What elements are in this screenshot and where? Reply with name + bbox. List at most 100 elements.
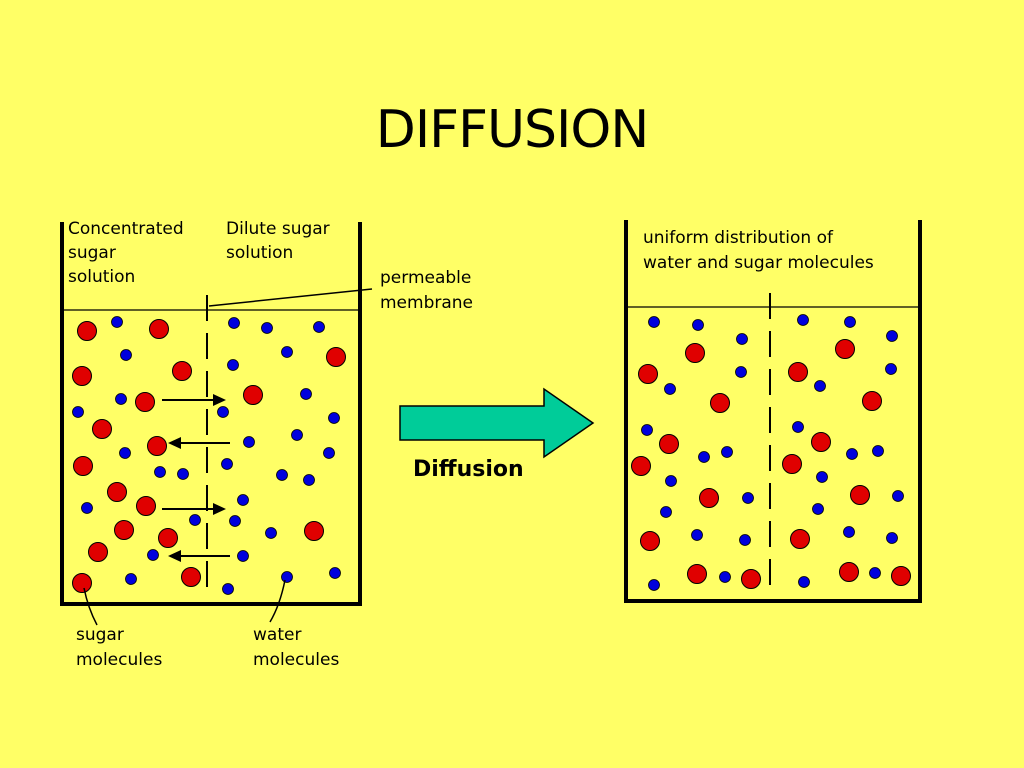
label-membrane: permeable membrane bbox=[380, 268, 477, 313]
sugar-molecule bbox=[114, 520, 134, 540]
water-molecule bbox=[243, 436, 255, 448]
water-molecule bbox=[648, 579, 660, 591]
water-molecule bbox=[892, 490, 904, 502]
sugar-molecule bbox=[304, 521, 324, 541]
water-molecule bbox=[72, 406, 84, 418]
water-molecule bbox=[229, 515, 241, 527]
water-molecule bbox=[276, 469, 288, 481]
water-molecule bbox=[291, 429, 303, 441]
water-molecule bbox=[869, 567, 881, 579]
sugar-molecule bbox=[710, 393, 730, 413]
water-molecule bbox=[281, 346, 293, 358]
water-molecule bbox=[691, 529, 703, 541]
sugar-molecule bbox=[72, 573, 92, 593]
water-molecule bbox=[227, 359, 239, 371]
water-molecule bbox=[217, 406, 229, 418]
water-molecule bbox=[698, 451, 710, 463]
water-molecule bbox=[228, 317, 240, 329]
sugar-molecule bbox=[687, 564, 707, 584]
left-beaker: Concentrated sugar solution Dilute sugar… bbox=[60, 219, 477, 670]
water-molecule bbox=[872, 445, 884, 457]
sugar-molecule bbox=[72, 366, 92, 386]
water-molecule bbox=[721, 446, 733, 458]
water-molecule bbox=[313, 321, 325, 333]
water-molecule bbox=[886, 532, 898, 544]
left-molecules bbox=[72, 316, 346, 595]
sugar-molecule bbox=[107, 482, 127, 502]
left-beaker-walls bbox=[60, 222, 362, 606]
water-molecule bbox=[328, 412, 340, 424]
sugar-molecule bbox=[136, 496, 156, 516]
water-molecule bbox=[265, 527, 277, 539]
sugar-molecule bbox=[73, 456, 93, 476]
water-molecule bbox=[261, 322, 273, 334]
sugar-molecule bbox=[835, 339, 855, 359]
water-molecule bbox=[281, 571, 293, 583]
sugar-molecule bbox=[788, 362, 808, 382]
water-molecule bbox=[736, 333, 748, 345]
sugar-molecule bbox=[862, 391, 882, 411]
water-molecule bbox=[816, 471, 828, 483]
water-molecule bbox=[797, 314, 809, 326]
arrow-right-1 bbox=[162, 394, 226, 406]
water-molecule bbox=[739, 534, 751, 546]
water-molecule bbox=[111, 316, 123, 328]
right-molecules bbox=[631, 314, 911, 591]
slide-title: DIFFUSION bbox=[375, 100, 649, 160]
water-molecule bbox=[189, 514, 201, 526]
water-molecule bbox=[792, 421, 804, 433]
water-molecule bbox=[120, 349, 132, 361]
water-molecule bbox=[660, 506, 672, 518]
sugar-molecule bbox=[158, 528, 178, 548]
sugar-molecule bbox=[839, 562, 859, 582]
water-molecule bbox=[222, 583, 234, 595]
right-beaker-walls bbox=[624, 220, 922, 603]
water-molecule bbox=[885, 363, 897, 375]
sugar-molecule bbox=[172, 361, 192, 381]
right-beaker: uniform distribution of water and sugar … bbox=[624, 220, 922, 603]
sugar-molecule bbox=[685, 343, 705, 363]
diffusion-process-arrow: Diffusion bbox=[399, 387, 595, 482]
water-molecule bbox=[125, 573, 137, 585]
water-molecule bbox=[846, 448, 858, 460]
arrow-left-1 bbox=[168, 437, 230, 449]
water-molecule bbox=[742, 492, 754, 504]
water-molecule bbox=[303, 474, 315, 486]
sugar-molecule bbox=[77, 321, 97, 341]
sugar-molecule bbox=[147, 436, 167, 456]
sugar-molecule bbox=[811, 432, 831, 452]
water-molecule bbox=[812, 503, 824, 515]
water-molecule bbox=[798, 576, 810, 588]
membrane-pointer bbox=[208, 288, 373, 307]
arrow-right-2 bbox=[162, 503, 226, 515]
water-molecule bbox=[844, 316, 856, 328]
water-molecule bbox=[886, 330, 898, 342]
water-molecule bbox=[119, 447, 131, 459]
water-molecule bbox=[692, 319, 704, 331]
label-concentrated: Concentrated sugar solution bbox=[68, 219, 189, 287]
water-molecule bbox=[735, 366, 747, 378]
sugar-molecule bbox=[891, 566, 911, 586]
sugar-molecule bbox=[88, 542, 108, 562]
water-molecule bbox=[648, 316, 660, 328]
water-molecule bbox=[323, 447, 335, 459]
label-sugar-molecules: sugar molecules bbox=[76, 625, 162, 670]
sugar-molecule bbox=[181, 567, 201, 587]
label-dilute: Dilute sugar solution bbox=[226, 219, 335, 263]
sugar-molecule bbox=[149, 319, 169, 339]
water-molecule bbox=[237, 494, 249, 506]
sugar-molecule bbox=[741, 569, 761, 589]
water-molecule bbox=[154, 466, 166, 478]
sugar-molecule bbox=[659, 434, 679, 454]
label-water-molecules: water molecules bbox=[253, 625, 339, 670]
sugar-molecule bbox=[790, 529, 810, 549]
sugar-molecule bbox=[699, 488, 719, 508]
sugar-molecule bbox=[640, 531, 660, 551]
sugar-molecule bbox=[243, 385, 263, 405]
water-molecule bbox=[177, 468, 189, 480]
sugar-molecule bbox=[326, 347, 346, 367]
water-molecule bbox=[300, 388, 312, 400]
water-molecule bbox=[237, 550, 249, 562]
sugar-molecule bbox=[92, 419, 112, 439]
